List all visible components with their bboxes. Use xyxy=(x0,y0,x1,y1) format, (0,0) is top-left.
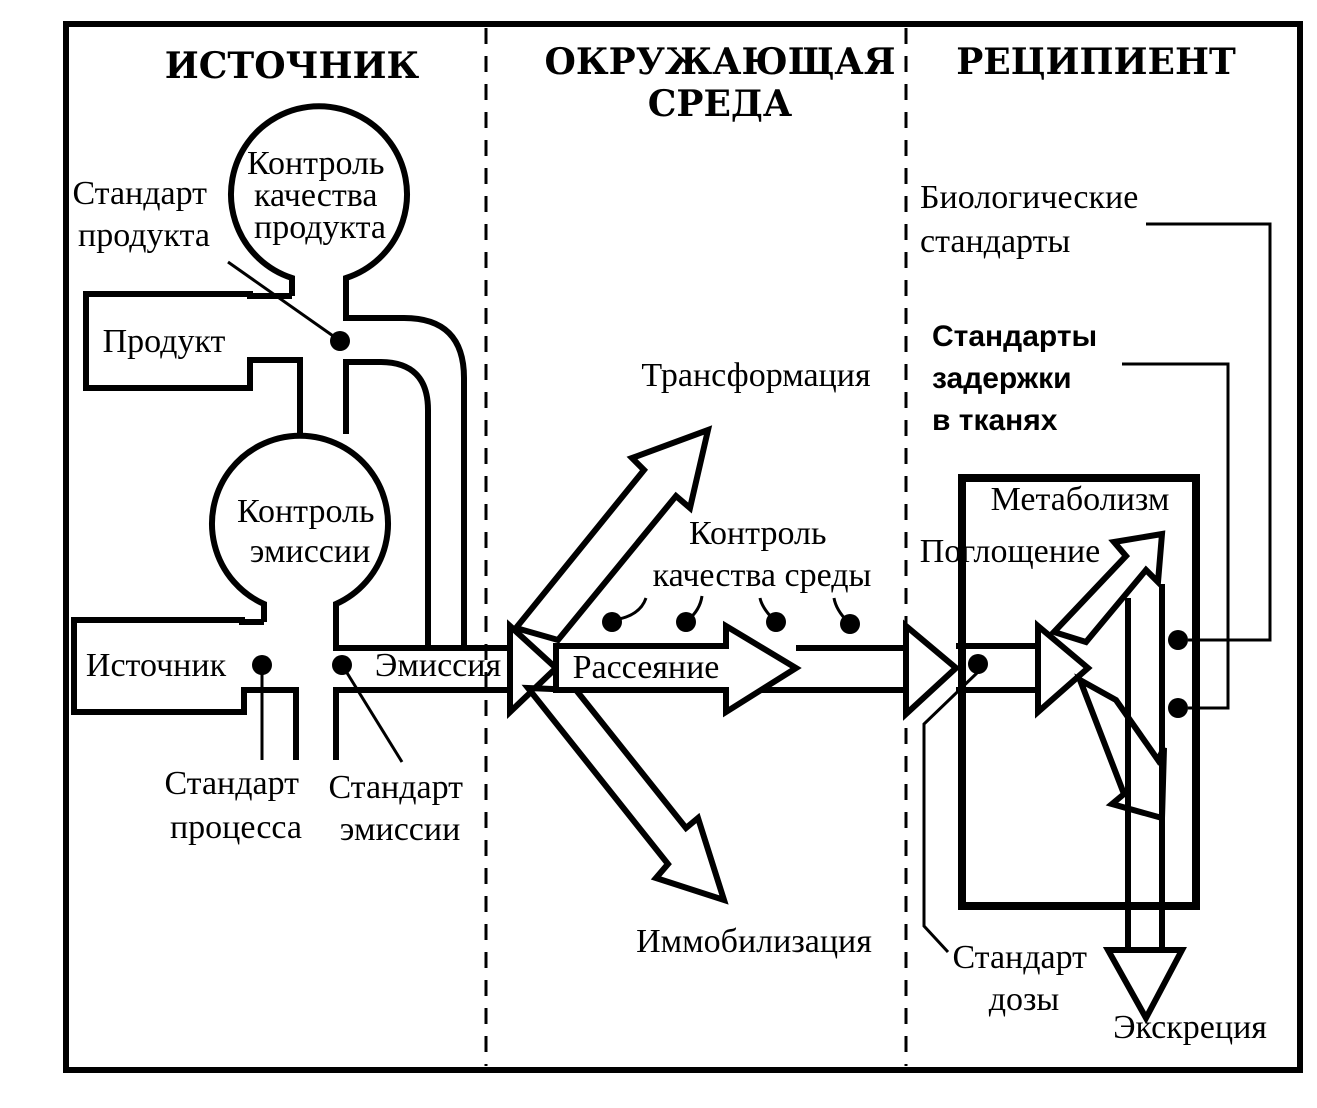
label-product-quality-control: Контроль качества продукта xyxy=(247,145,393,246)
label-source: Источник xyxy=(86,647,227,684)
env-quality-pointer-2 xyxy=(687,595,704,622)
excretion-arrow xyxy=(1102,947,1187,1025)
immobilization-arrow xyxy=(521,684,729,905)
label-biological-standards: Биологические стандарты xyxy=(920,179,1147,260)
metabolism-down-arrow xyxy=(1074,673,1167,822)
label-transformation: Трансформация xyxy=(641,357,871,394)
label-immobilization: Иммобилизация xyxy=(636,923,872,960)
transformation-arrow xyxy=(510,425,713,644)
emission-control-bulb xyxy=(209,432,512,651)
outer-frame xyxy=(63,21,1303,1073)
uptake-inner-arrow xyxy=(1035,619,1093,719)
product-box xyxy=(83,291,303,434)
label-process-standard: Стандарт процесса xyxy=(164,765,307,846)
label-product: Продукт xyxy=(103,323,226,360)
env-quality-pointer-3 xyxy=(758,597,776,622)
uptake-arrow xyxy=(903,619,961,721)
product-channel-outer xyxy=(343,296,467,648)
label-tissue-retention-standards: Стандарты задержки в тканях xyxy=(932,320,1105,437)
heading-environment-line2: СРЕДА xyxy=(648,83,793,125)
env-quality-pointer-1 xyxy=(613,597,648,622)
heading-source: ИСТОЧНИК xyxy=(165,45,420,87)
tissue-retention-dot xyxy=(1168,698,1188,718)
product-standard-pointer xyxy=(227,260,337,340)
emission-standard-pointer xyxy=(342,667,404,763)
env-quality-dot-1 xyxy=(602,612,622,632)
label-dose-standard: Стандарт дозы xyxy=(952,939,1095,1018)
env-quality-pointer-4 xyxy=(832,597,850,624)
label-emission: Эмиссия xyxy=(375,647,502,684)
label-metabolism: Метаболизм xyxy=(991,481,1170,518)
dose-standard-pointer xyxy=(922,670,980,954)
emission-channel-lower xyxy=(333,687,512,760)
label-environment-quality-control: Контроль качества среды xyxy=(653,515,872,594)
product-channel-inner xyxy=(343,359,431,648)
product-standard-dot xyxy=(330,331,350,351)
biological-standards-pointer xyxy=(1146,222,1272,642)
label-product-standard: Стандарт продукта xyxy=(72,175,215,254)
label-dispersion: Рассеяние xyxy=(573,649,720,686)
tissue-retention-pointer xyxy=(1122,362,1230,710)
source-box xyxy=(71,617,299,760)
label-emission-control: Контроль эмиссии xyxy=(237,493,383,570)
label-emission-standard: Стандарт эмиссии xyxy=(328,769,471,848)
heading-environment-line1: ОКРУЖАЮЩАЯ xyxy=(545,41,896,83)
metabolism-up-arrow xyxy=(1048,530,1166,646)
heading-recipient: РЕЦИПИЕНТ xyxy=(956,41,1236,83)
biological-standards-dot xyxy=(1168,630,1188,650)
emission-standard-dot xyxy=(332,655,352,675)
label-uptake: Поглощение xyxy=(920,533,1101,570)
product-quality-control-bulb xyxy=(228,103,410,296)
dose-standard-dot xyxy=(968,654,988,674)
label-excretion: Экскреция xyxy=(1113,1009,1267,1046)
